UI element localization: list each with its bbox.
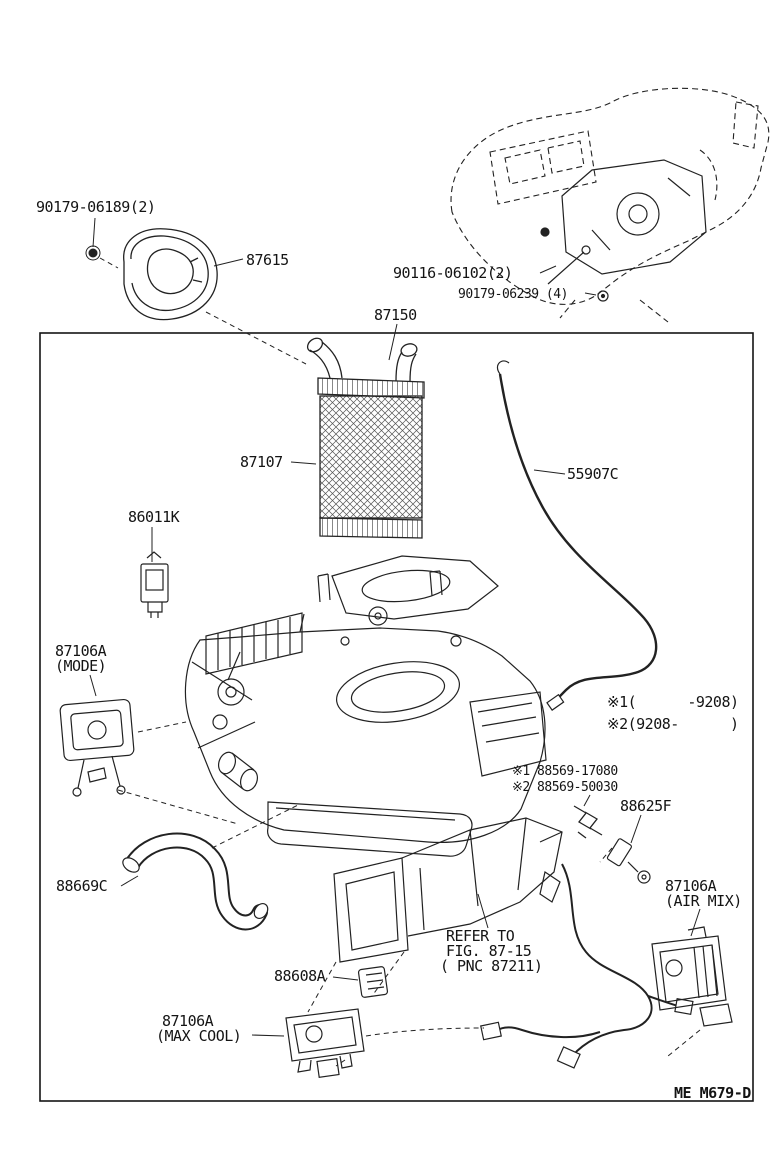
label-note-2: ※2(9208- ) — [607, 715, 739, 733]
part-88625f — [606, 838, 651, 884]
dashed-leaders — [99, 257, 701, 1067]
label-core-87107: 87107 — [240, 453, 283, 471]
label-servo-airmix-pn: 87106A — [665, 877, 717, 895]
label-note-1: ※1( -9208) — [607, 693, 739, 711]
label-servo-maxcool-name: (MAX COOL) — [156, 1027, 242, 1045]
connector-88608a — [357, 966, 389, 998]
hose-88669c — [122, 832, 269, 931]
label-refer-line2: FIG. 87-15 — [446, 942, 532, 960]
label-servo-mode-pn: 87106A — [55, 642, 107, 660]
label-seal-87615: 87615 — [246, 251, 289, 269]
seal-87615 — [123, 228, 218, 321]
label-screw-90179-06189: 90179-06189(2) — [36, 198, 156, 216]
heater-core-87107 — [306, 337, 425, 539]
label-servo-maxcool-pn: 87106A — [162, 1012, 214, 1030]
leader-lines — [89, 217, 701, 1037]
heater-unit-assembly — [184, 555, 547, 857]
label-servo-airmix-name: (AIR MIX) — [665, 892, 742, 910]
label-servo-mode-name: (MODE) — [55, 657, 107, 675]
clips-88569 — [573, 805, 603, 839]
label-grommet-90179-06239: 90179-06239 (4) — [458, 287, 568, 302]
drawing-code: ME M679-D — [674, 1084, 751, 1102]
screw-90179-06189 — [85, 245, 101, 261]
label-clip-1: ※1 88569-17080 — [512, 764, 618, 779]
label-refer-line1: REFER TO — [446, 927, 515, 945]
label-bolt-90116-06102: 90116-06102(2) — [393, 264, 513, 282]
wire-harness — [316, 863, 694, 1078]
label-clip-2: ※2 88569-50030 — [512, 780, 618, 795]
servo-max-cool — [285, 1008, 365, 1073]
label-unit-87150: 87150 — [374, 306, 417, 324]
servo-mode — [59, 698, 135, 797]
label-part-88625f: 88625F — [620, 797, 672, 815]
label-hose-88669c: 88669C — [56, 877, 108, 895]
relay-86011k — [140, 551, 169, 618]
label-cable-55907c: 55907C — [567, 465, 619, 483]
cable-55907c — [496, 360, 658, 711]
duct-assembly — [333, 817, 563, 963]
diagram-border — [39, 332, 754, 1102]
label-relay-86011k: 86011K — [128, 508, 180, 526]
servo-air-mix — [651, 926, 733, 1027]
label-connector-88608a: 88608A — [274, 967, 326, 985]
dashboard-sketch — [450, 87, 770, 323]
dash-heater-sketch — [540, 159, 707, 302]
label-refer-line3: ( PNC 87211) — [440, 957, 543, 975]
